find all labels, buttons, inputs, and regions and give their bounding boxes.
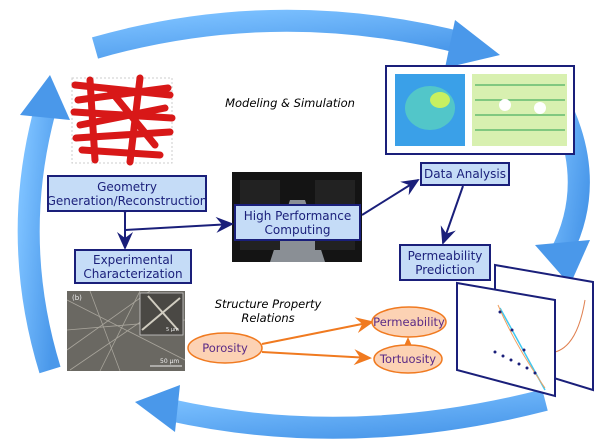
data-analysis-box: Data Analysis — [420, 162, 510, 186]
sem-panel-label: (b) — [72, 294, 82, 302]
structure-property-heading: Structure Property Relations — [214, 297, 322, 325]
to-hpc-arrow — [124, 216, 234, 233]
analysis-to-prediction-arrow — [440, 185, 464, 245]
sem-main-scale: 50 µm — [160, 358, 179, 365]
sem-inset-scale: 5 µm — [166, 327, 179, 333]
porosity-tortuosity-arrow — [261, 349, 372, 366]
tortuosity-node: Tortuosity — [379, 352, 437, 366]
cycle-arrow-bottom — [135, 385, 548, 439]
porosity-permeability-arrow — [261, 317, 374, 345]
fiber-geometry-cube-image — [70, 74, 176, 166]
experimental-box: Experimental Characterization — [74, 249, 192, 284]
cycle-arrow-left — [17, 75, 70, 374]
permeability-node: Permeability — [373, 315, 445, 329]
porosity-node: Porosity — [202, 341, 248, 355]
modeling-simulation-heading: Modeling & Simulation — [225, 96, 355, 110]
sem-fiber-image: (b) 5 µm 50 µm — [66, 290, 186, 372]
hpc-to-analysis-arrow — [361, 178, 420, 216]
geometry-box: Geometry Generation/Reconstruction — [47, 175, 207, 212]
permeability-charts-image — [456, 263, 594, 398]
cycle-arrow-top — [91, 9, 500, 68]
hpc-box: High Performance Computing — [234, 204, 361, 241]
permeability-prediction-box: Permeability Prediction — [399, 244, 491, 281]
flow-simulation-image — [385, 65, 575, 155]
